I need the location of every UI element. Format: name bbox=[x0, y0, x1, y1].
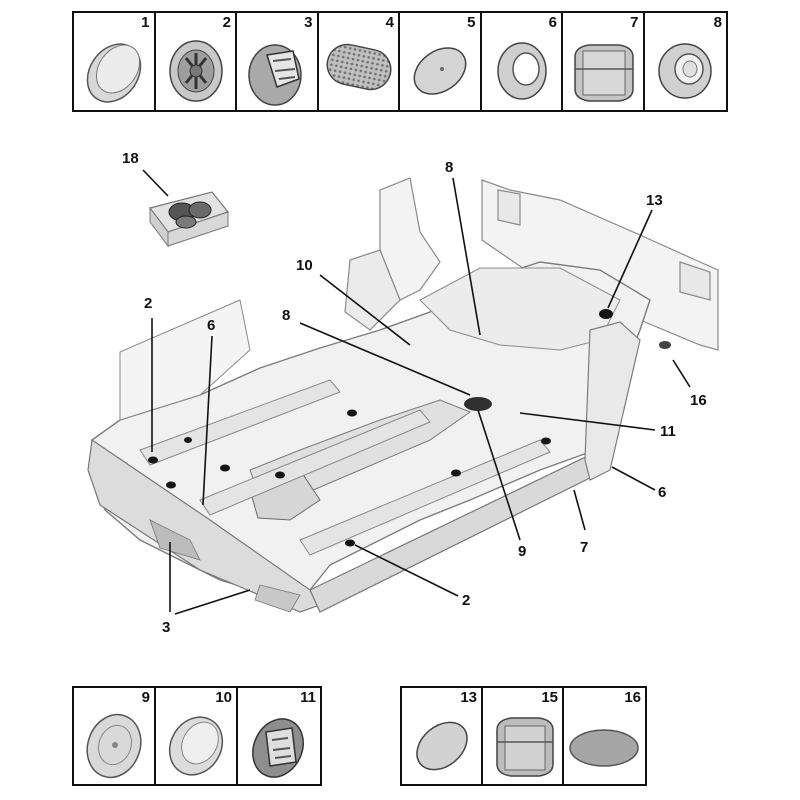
parts-strip-top: 1 2 3 4 bbox=[72, 11, 728, 112]
round-plug-icon bbox=[86, 713, 142, 779]
grommet-icon bbox=[657, 43, 712, 99]
part-cell-2: 2 bbox=[156, 13, 237, 110]
part-number: 4 bbox=[385, 14, 394, 31]
oval-plug-icon bbox=[413, 47, 467, 95]
callout-13: 13 bbox=[646, 192, 663, 209]
floor-pan-body bbox=[87, 261, 651, 613]
clip-plug-icon bbox=[248, 44, 302, 106]
cap-plug-icon bbox=[574, 44, 634, 102]
part-number: 16 bbox=[624, 689, 642, 706]
part-cell-4: 4 bbox=[319, 13, 400, 110]
part-number: 6 bbox=[548, 14, 557, 31]
part-cell-10: 10 bbox=[156, 688, 238, 784]
oval-pad-icon bbox=[569, 729, 639, 767]
callout-18: 18 bbox=[122, 150, 139, 167]
part-number: 7 bbox=[630, 14, 639, 31]
floor-pan-diagram: 18 8 13 10 2 6 8 16 11 6 9 7 2 3 bbox=[87, 150, 719, 636]
part-number: 1 bbox=[141, 14, 150, 31]
part-cell-16: 16 bbox=[564, 688, 645, 784]
clip-plug-icon bbox=[252, 718, 304, 778]
oval-plug-icon bbox=[416, 721, 468, 771]
clip-plug-icon bbox=[168, 40, 223, 102]
part-number: 9 bbox=[141, 689, 150, 706]
callout-8-middle: 8 bbox=[282, 307, 290, 324]
part-number: 10 bbox=[215, 689, 232, 706]
part-cell-8: 8 bbox=[645, 13, 726, 110]
part-number: 5 bbox=[467, 14, 476, 31]
part-number: 3 bbox=[304, 14, 313, 31]
callout-16: 16 bbox=[690, 392, 707, 409]
round-plug-icon bbox=[168, 716, 224, 776]
callout-8-upper: 8 bbox=[445, 159, 453, 176]
callout-6-left: 6 bbox=[207, 317, 215, 334]
part-number: 8 bbox=[713, 14, 722, 31]
callout-labels: 18 8 13 10 2 6 8 16 11 6 9 7 2 3 bbox=[122, 150, 707, 636]
callout-3: 3 bbox=[162, 619, 170, 636]
callout-10: 10 bbox=[296, 257, 313, 274]
part-cell-7: 7 bbox=[563, 13, 645, 110]
callout-2-bottom: 2 bbox=[462, 592, 470, 609]
sound-pad-part-18 bbox=[148, 191, 230, 248]
callout-9: 9 bbox=[518, 543, 526, 560]
part-cell-13: 13 bbox=[402, 688, 484, 784]
part-number: 2 bbox=[222, 14, 231, 31]
part-number: 11 bbox=[300, 689, 316, 706]
parts-strip-bottom-right: 13 15 16 bbox=[400, 686, 647, 786]
mesh-grille-icon bbox=[326, 43, 391, 91]
part-cell-1: 1 bbox=[74, 13, 156, 110]
part-cell-6: 6 bbox=[482, 13, 563, 110]
part-cell-9: 9 bbox=[74, 688, 156, 784]
cap-plug-icon bbox=[496, 717, 554, 777]
part-cell-15: 15 bbox=[483, 688, 565, 784]
plug-holes bbox=[148, 309, 671, 547]
part-cell-5: 5 bbox=[400, 13, 482, 110]
part-cell-3: 3 bbox=[237, 13, 319, 110]
part-cell-11: 11 bbox=[238, 688, 320, 784]
callout-7: 7 bbox=[580, 539, 588, 556]
part-number: 15 bbox=[541, 689, 559, 706]
callout-2-left: 2 bbox=[144, 295, 152, 312]
leader-lines bbox=[142, 169, 691, 615]
callout-11: 11 bbox=[660, 423, 676, 440]
callout-6-right: 6 bbox=[658, 484, 666, 501]
part-number: 13 bbox=[460, 689, 478, 706]
rear-bulkhead bbox=[344, 177, 719, 351]
parts-strip-bottom-left: 9 10 11 bbox=[72, 686, 322, 786]
round-plug-icon bbox=[86, 43, 142, 103]
grommet-icon bbox=[496, 42, 547, 100]
